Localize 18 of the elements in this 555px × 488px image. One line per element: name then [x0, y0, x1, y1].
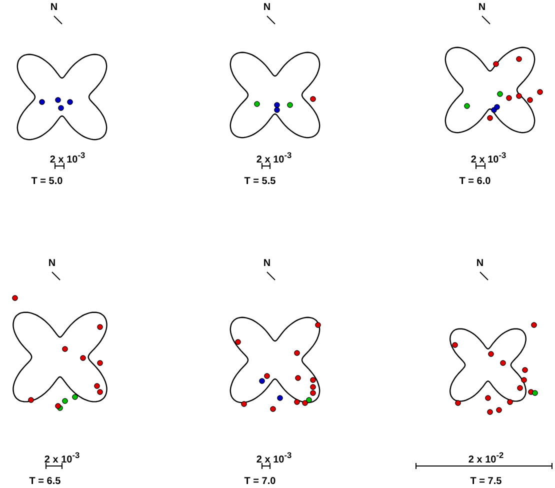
time-label: T = 5.5 [244, 176, 276, 187]
time-label: T = 6.5 [29, 476, 61, 487]
north-label: N [48, 258, 56, 269]
scale-label: 2 x 10$^{-3}$ [256, 450, 292, 466]
scale-label: 2 x 10$^{-3}$ [470, 150, 506, 166]
north-label: N [263, 2, 271, 13]
scale-label: 2 x 10$^{-2}$ [468, 450, 504, 466]
north-label: N [50, 2, 58, 13]
north-label: N [476, 258, 484, 269]
north-label: N [263, 258, 271, 269]
time-label: T = 5.0 [31, 176, 63, 187]
time-label: T = 7.5 [470, 476, 502, 487]
time-label: T = 6.0 [459, 176, 491, 187]
north-label: N [478, 2, 486, 13]
scale-label: 2 x 10$^{-3}$ [50, 150, 86, 166]
scale-label: 2 x 10$^{-3}$ [256, 150, 292, 166]
time-label: T = 7.0 [244, 476, 276, 487]
scale-label: 2 x 10$^{-3}$ [44, 450, 80, 466]
